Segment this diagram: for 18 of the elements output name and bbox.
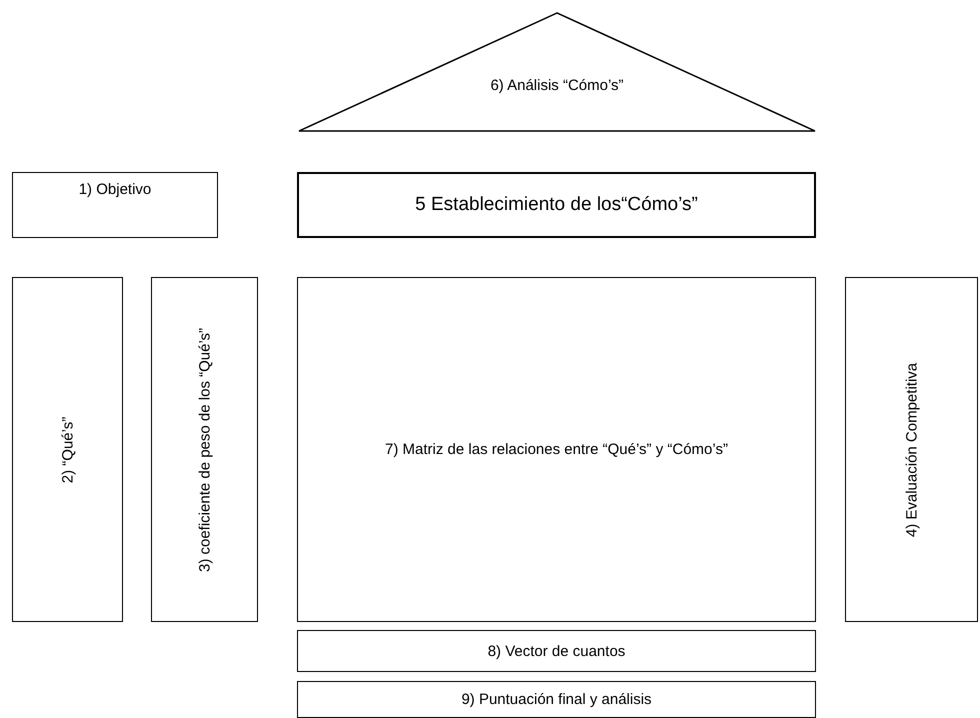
process-box [297,681,816,718]
column-box [12,277,123,622]
roof-triangle [298,12,816,132]
node-label: 5 Establecimiento de los“Cómo’s” [415,194,698,216]
node-label: 1) Objetivo [78,181,152,198]
node-label: 3) coeficiente de peso de los “Qué’s” [196,326,213,574]
process-box [297,630,816,672]
column-box [151,277,258,622]
column-box [845,277,978,622]
node-label: 7) Matriz de las relaciones entre “Qué’s” y “Cómo’s” [385,441,728,458]
process-box [12,172,218,238]
node-label: 4) Evaluación Competitiva [903,362,920,537]
node-label: 8) Vector de cuantos [488,642,626,660]
header-box [297,172,816,238]
node-label: 9) Puntuación final y análisis [461,691,652,708]
node-label: 2) “Qué’s” [59,416,76,483]
process-box [297,277,816,622]
node-label: 6) Análisis “Cómo’s” [490,77,624,94]
